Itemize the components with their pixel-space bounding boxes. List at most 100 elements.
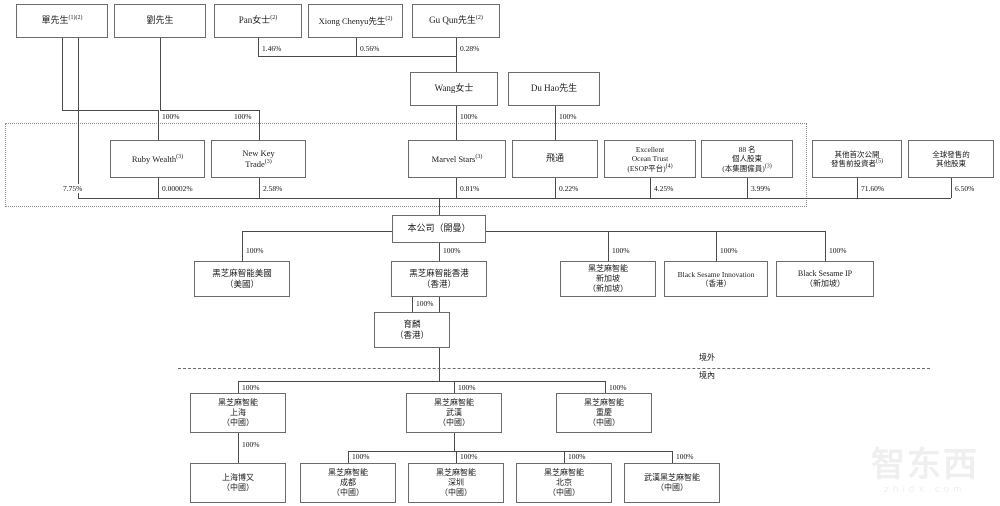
entity-box-wuhan-bsa[interactable]: 武漢黑芝麻智能 （中國） [624, 463, 720, 503]
entity-label-ind88-line1: 88 名 [738, 144, 756, 154]
entity-box-bsa-us[interactable]: 黑芝麻智能美國 （美國） [194, 261, 290, 297]
region-label-onshore: 境內 [697, 370, 717, 381]
entity-box-new-key-trade[interactable]: New Key Trade(3) [211, 140, 306, 178]
pct-feitong-to-co: 0.22% [558, 184, 580, 193]
line-ruby-to-bus [158, 178, 159, 198]
entity-box-bsa-beijing[interactable]: 黑芝麻智能 北京 （中國） [516, 463, 612, 503]
person-label-pan: Pan女士 [238, 15, 271, 26]
entity-label-bsa-hk-line2: （香港） [421, 279, 456, 289]
line-shanghai-to-boyou [238, 433, 239, 463]
entity-box-88-individual-shareholders[interactable]: 88 名 個人股東 (本集團僱員)(3) [701, 140, 793, 178]
offshore-onshore-divider [178, 368, 930, 369]
line-to-bs-innov [716, 231, 717, 261]
entity-label-shanghai-line1: 黑芝麻智能 [218, 398, 258, 407]
footnote-ref-guqun: (2) [475, 15, 483, 22]
pct-co-to-chongqing: 100% [608, 383, 628, 392]
pct-co-to-shanghai: 100% [241, 383, 261, 392]
pct-global-to-co: 6.50% [954, 184, 976, 193]
line-ind88-to-bus [747, 178, 748, 198]
pct-co-to-hk: 100% [442, 246, 462, 255]
pct-guqun-to-marvel: 0.28% [459, 44, 481, 53]
entity-label-chengdu-line2: 成都 [340, 478, 356, 487]
entity-label-whbsa-line2: （中國） [656, 483, 688, 492]
footnote-ref-shan: (1)(2) [68, 15, 83, 22]
line-to-shanghai [238, 381, 239, 393]
pct-co-to-innov: 100% [719, 246, 739, 255]
line-bus-to-company [439, 198, 440, 215]
person-box-pan[interactable]: Pan女士(2) [214, 4, 302, 38]
entity-box-feitong[interactable]: 飛通 [512, 140, 598, 178]
entity-label-newkey-line1: New Key [242, 148, 275, 159]
line-prc1-bus [238, 381, 606, 382]
line-to-bs-ip [825, 231, 826, 261]
pct-newkey-to-co: 2.58% [262, 184, 284, 193]
entity-box-black-sesame-innovation[interactable]: Black Sesame Innovation （香港） [664, 261, 768, 297]
entity-box-other-pre-ipo-investors[interactable]: 其他首次公開 發售前投資者(5) [812, 140, 902, 178]
entity-label-preipo-line1: 其他首次公開 [834, 149, 880, 159]
entity-label-the-company: 本公司（開曼） [407, 223, 471, 234]
entity-box-bsa-hk[interactable]: 黑芝麻智能香港 （香港） [391, 261, 487, 297]
person-box-duhao[interactable]: Du Hao先生 [508, 72, 600, 106]
entity-box-shanghai-boyou[interactable]: 上海博又 （中國） [190, 463, 286, 503]
line-liu-down [160, 38, 161, 110]
entity-box-bsa-chongqing[interactable]: 黑芝麻智能 重慶 （中國） [556, 393, 652, 433]
person-label-wang: Wang女士 [434, 83, 474, 94]
entity-label-boyou-line1: 上海博又 [222, 473, 254, 482]
person-label-duhao: Du Hao先生 [530, 83, 578, 94]
pct-xiong-to-marvel: 0.56% [359, 44, 381, 53]
footnote-ref-ruby: (3) [176, 153, 184, 160]
entity-label-global-line1: 全球發售的 [932, 149, 970, 159]
line-guqun-down [456, 38, 457, 56]
person-box-wang[interactable]: Wang女士 [410, 72, 498, 106]
entity-label-bsa-hk-line1: 黑芝麻智能香港 [409, 268, 469, 279]
entity-label-bs-innov-line2: （香港） [701, 279, 731, 288]
entity-box-yulin-hk[interactable]: 育麟 （香港） [374, 312, 450, 348]
line-wang-to-marvel [456, 106, 457, 140]
entity-box-bsa-chengdu[interactable]: 黑芝麻智能 成都 （中國） [300, 463, 396, 503]
footnote-ref-newkey: (3) [264, 159, 272, 166]
entity-box-excellent-ocean-trust[interactable]: Excellent Ocean Trust (ESOP平台)(4) [604, 140, 696, 178]
pct-pan-to-marvel: 1.46% [261, 44, 283, 53]
entity-label-ruby-wealth: Ruby Wealth [131, 153, 177, 164]
line-preipo-to-bus [857, 178, 858, 198]
entity-box-bsa-shenzhen[interactable]: 黑芝麻智能 深圳 （中國） [408, 463, 504, 503]
entity-label-chongqing-line2: 重慶 [596, 408, 612, 417]
entity-label-ind88-line3: (本集團僱員) [722, 163, 765, 173]
person-label-shan: 單先生 [41, 15, 69, 26]
line-marvel-to-bus [456, 178, 457, 198]
line-to-bsa-sg [608, 231, 609, 261]
line-hk-to-yulin [412, 297, 413, 312]
entity-label-shanghai-line2: 上海 [230, 408, 246, 417]
entity-label-chengdu-line3: （中國） [332, 488, 364, 497]
entity-label-shenzhen-line2: 深圳 [448, 478, 464, 487]
entity-box-marvel-stars[interactable]: Marvel Stars(3) [408, 140, 506, 178]
line-shareholder-bus [78, 198, 951, 199]
line-to-beijing [564, 451, 565, 463]
entity-box-bsa-wuhan[interactable]: 黑芝麻智能 武漢 （中國） [406, 393, 502, 433]
entity-label-shenzhen-line1: 黑芝麻智能 [436, 468, 476, 477]
entity-box-ruby-wealth[interactable]: Ruby Wealth(3) [110, 140, 205, 178]
entity-label-shanghai-line3: （中國） [222, 418, 254, 427]
entity-box-bsa-shanghai[interactable]: 黑芝麻智能 上海 （中國） [190, 393, 286, 433]
entity-label-bs-ip-line2: （新加坡） [805, 279, 845, 288]
line-shan-down [62, 38, 63, 110]
entity-box-the-company[interactable]: 本公司（開曼） [392, 215, 486, 243]
entity-box-global-offering-shareholders[interactable]: 全球發售的 其他股東 [908, 140, 994, 178]
entity-box-bsa-sg[interactable]: 黑芝麻智能 新加坡 （新加坡） [560, 261, 656, 297]
person-box-shan[interactable]: 單先生(1)(2) [16, 4, 108, 38]
pct-marvel-to-co: 0.81% [459, 184, 481, 193]
person-box-liu[interactable]: 劉先生 [114, 4, 206, 38]
line-xiong-down [356, 38, 357, 56]
person-label-liu: 劉先生 [146, 15, 174, 26]
entity-label-marvel-stars: Marvel Stars [431, 153, 476, 164]
line-to-wuhan [454, 381, 455, 393]
line-to-shenzhen [456, 451, 457, 463]
line-feitong-to-bus [555, 178, 556, 198]
watermark-sub-text: zhidx.com [883, 485, 967, 495]
person-box-guqun[interactable]: Gu Qun先生(2) [412, 4, 500, 38]
footnote-ref-ind88: (3) [764, 163, 772, 170]
pct-co-to-ip: 100% [828, 246, 848, 255]
footnote-ref-pan: (2) [270, 15, 278, 22]
person-box-xiong[interactable]: Xiong Chenyu先生(2) [308, 4, 403, 38]
entity-box-black-sesame-ip[interactable]: Black Sesame IP （新加坡） [776, 261, 874, 297]
